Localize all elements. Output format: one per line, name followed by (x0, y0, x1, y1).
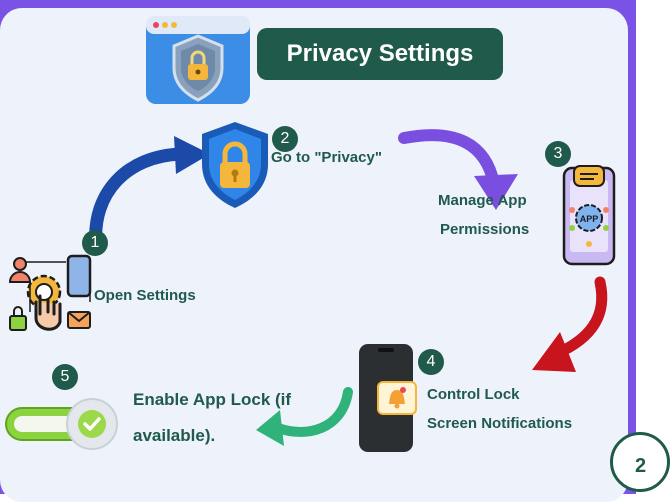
shield-lock-icon (202, 122, 268, 208)
step-badge-4: 4 (418, 349, 444, 375)
browser-shield-icon (146, 16, 250, 104)
toggle-on-icon (5, 398, 118, 450)
diagram-card: Privacy Settings 1 Open Settings (0, 8, 628, 502)
lock-screen-phone-icon (359, 344, 417, 452)
arrow-green-4-to-5 (256, 387, 353, 446)
arrow-red-3-to-4 (532, 276, 608, 372)
settings-hand-icon (8, 254, 92, 331)
arrow-purple-2-to-3 (398, 129, 518, 210)
step-label-3-line1: Manage App (438, 192, 527, 209)
page-number-badge: 2 (610, 432, 670, 492)
step-label-4-line2: Screen Notifications (427, 415, 573, 432)
step-label-2: Go to "Privacy" (271, 149, 382, 166)
step-label-3-line2: Permissions (440, 221, 530, 238)
diagram-title: Privacy Settings (257, 28, 503, 80)
app-badge-text: APP (580, 214, 599, 224)
app-permissions-icon: APP (562, 165, 616, 266)
step-badge-1: 1 (82, 230, 108, 256)
step-label-5-line2: available). (133, 426, 216, 445)
step-badge-2: 2 (272, 126, 298, 152)
arrow-blue-1-to-2 (89, 136, 210, 251)
step-label-1: Open Settings (94, 287, 196, 304)
step-badge-3: 3 (545, 141, 571, 167)
step-label-5-line1: Enable App Lock (if (133, 390, 292, 409)
step-label-4-line1: Control Lock (427, 386, 520, 403)
step-badge-5: 5 (52, 364, 78, 390)
